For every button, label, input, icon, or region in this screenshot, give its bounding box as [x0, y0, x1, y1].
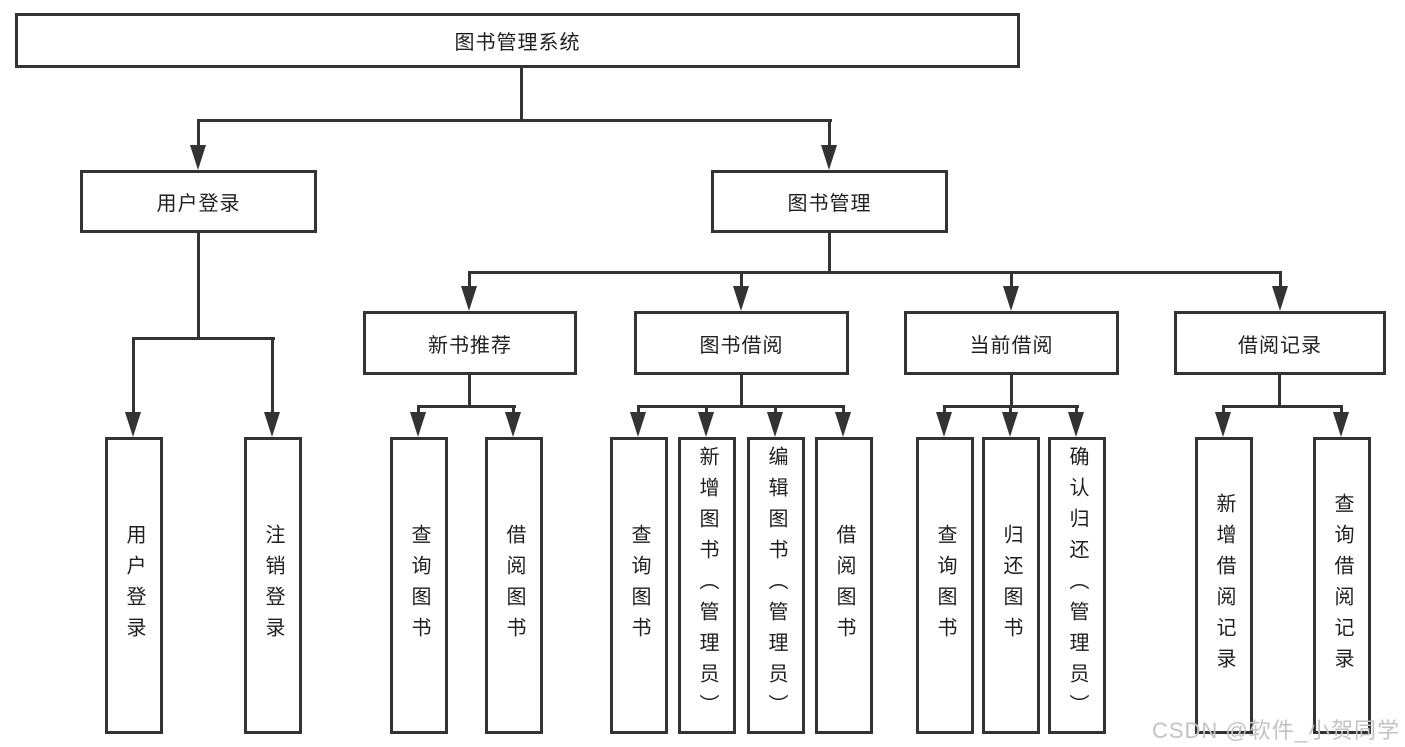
leaf-borrow-borrow-books: 借阅图书	[815, 437, 873, 734]
connector-newbook-drop-2	[512, 405, 515, 415]
arrow-down-icon	[1003, 286, 1019, 311]
connector-borrowrecord-bar	[1222, 405, 1343, 408]
node-new-book-recommend: 新书推荐	[363, 311, 577, 375]
connector-bookborrow-stem	[740, 373, 743, 408]
connector-userlogin-bar	[132, 337, 275, 340]
leaf-current-return-books-label: 归还图书	[1000, 523, 1022, 648]
node-book-management-branch-label: 图书管理	[787, 193, 872, 215]
leaf-borrow-add-books-admin: 新增图书（管理员）	[678, 437, 736, 734]
arrow-down-icon	[1272, 286, 1288, 311]
watermark: CSDN @软件_小贺同学	[1151, 718, 1400, 743]
node-user-login-branch-label: 用户登录	[156, 193, 241, 215]
connector-bookmgmt-drop-3	[1010, 271, 1013, 289]
node-root-library-management-system: 图书管理系统	[15, 13, 1020, 68]
leaf-current-confirm-return-admin-label: 确认归还（管理员）	[1066, 446, 1088, 725]
connector-bookborrow-drop-1	[637, 405, 640, 415]
leaf-borrow-query-books-label: 查询图书	[628, 523, 650, 648]
leaf-borrow-edit-books-admin: 编辑图书（管理员）	[747, 437, 805, 734]
connector-bookmgmt-stem	[828, 231, 831, 274]
arrow-down-icon	[1215, 412, 1231, 437]
node-root-label: 图书管理系统	[454, 32, 581, 54]
connector-bookmgmt-bar	[468, 271, 1282, 274]
arrow-down-icon	[936, 412, 952, 437]
leaf-newbook-borrow-books-label: 借阅图书	[503, 523, 525, 648]
leaf-logout-label: 注销登录	[262, 523, 284, 648]
leaf-user-login: 用户登录	[105, 437, 163, 734]
leaf-record-query-borrow-record-label: 查询借阅记录	[1331, 492, 1353, 679]
arrow-down-icon	[190, 145, 206, 170]
arrow-down-icon	[410, 412, 426, 437]
connector-userlogin-drop-right	[271, 337, 274, 415]
leaf-borrow-borrow-books-label: 借阅图书	[833, 523, 855, 648]
leaf-logout: 注销登录	[244, 437, 302, 734]
node-new-book-recommend-label: 新书推荐	[428, 334, 512, 357]
leaf-newbook-query-books: 查询图书	[390, 437, 448, 734]
node-book-management-branch: 图书管理	[711, 170, 948, 233]
arrow-down-icon	[733, 286, 749, 311]
leaf-record-add-borrow-record-label: 新增借阅记录	[1213, 492, 1235, 679]
arrow-down-icon	[835, 412, 851, 437]
connector-bookborrow-drop-2	[705, 405, 708, 415]
connector-bookmgmt-drop-2	[740, 271, 743, 289]
leaf-record-add-borrow-record: 新增借阅记录	[1195, 437, 1253, 734]
arrow-down-icon	[698, 412, 714, 437]
connector-currentborrow-drop-2	[1009, 405, 1012, 415]
connector-root-bar	[197, 119, 832, 122]
arrow-down-icon	[1002, 412, 1018, 437]
connector-bookborrow-bar	[637, 405, 845, 408]
arrow-down-icon	[505, 412, 521, 437]
connector-bookborrow-drop-4	[842, 405, 845, 415]
leaf-current-query-books-label: 查询图书	[934, 523, 956, 648]
leaf-borrow-edit-books-admin-label: 编辑图书（管理员）	[765, 446, 787, 725]
connector-root-stem	[520, 66, 523, 122]
leaf-borrow-query-books: 查询图书	[610, 437, 668, 734]
node-borrow-record: 借阅记录	[1174, 311, 1386, 375]
node-current-borrow: 当前借阅	[904, 311, 1119, 375]
connector-borrowrecord-stem	[1278, 373, 1281, 408]
connector-root-drop-left	[197, 119, 200, 149]
connector-newbook-bar	[417, 405, 516, 408]
node-borrow-record-label: 借阅记录	[1238, 334, 1322, 357]
arrow-down-icon	[821, 145, 837, 170]
connector-newbook-stem	[468, 373, 471, 408]
connector-bookborrow-drop-3	[774, 405, 777, 415]
connector-currentborrow-drop-1	[943, 405, 946, 415]
leaf-newbook-borrow-books: 借阅图书	[485, 437, 543, 734]
connector-borrowrecord-drop-2	[1340, 405, 1343, 415]
arrow-down-icon	[125, 412, 141, 437]
connector-bookmgmt-drop-1	[468, 271, 471, 289]
node-user-login-branch: 用户登录	[80, 170, 317, 233]
connector-userlogin-drop-left	[132, 337, 135, 415]
connector-currentborrow-drop-3	[1075, 405, 1078, 415]
arrow-down-icon	[630, 412, 646, 437]
connector-root-drop-right	[828, 119, 831, 149]
leaf-current-return-books: 归还图书	[982, 437, 1040, 734]
arrow-down-icon	[461, 286, 477, 311]
arrow-down-icon	[264, 412, 280, 437]
leaf-current-query-books: 查询图书	[916, 437, 974, 734]
arrow-down-icon	[1333, 412, 1349, 437]
leaf-record-query-borrow-record: 查询借阅记录	[1313, 437, 1371, 734]
node-current-borrow-label: 当前借阅	[969, 334, 1054, 357]
leaf-current-confirm-return-admin: 确认归还（管理员）	[1048, 437, 1106, 734]
connector-bookmgmt-drop-4	[1279, 271, 1282, 289]
arrow-down-icon	[1068, 412, 1084, 437]
connector-userlogin-stem	[197, 231, 200, 340]
connector-borrowrecord-drop-1	[1222, 405, 1225, 415]
connector-newbook-drop-1	[417, 405, 420, 415]
node-book-borrow: 图书借阅	[634, 311, 849, 375]
leaf-user-login-label: 用户登录	[123, 523, 145, 648]
arrow-down-icon	[767, 412, 783, 437]
node-book-borrow-label: 图书借阅	[699, 334, 784, 357]
connector-currentborrow-stem	[1010, 373, 1013, 408]
leaf-borrow-add-books-admin-label: 新增图书（管理员）	[696, 446, 718, 725]
leaf-newbook-query-books-label: 查询图书	[408, 523, 430, 648]
